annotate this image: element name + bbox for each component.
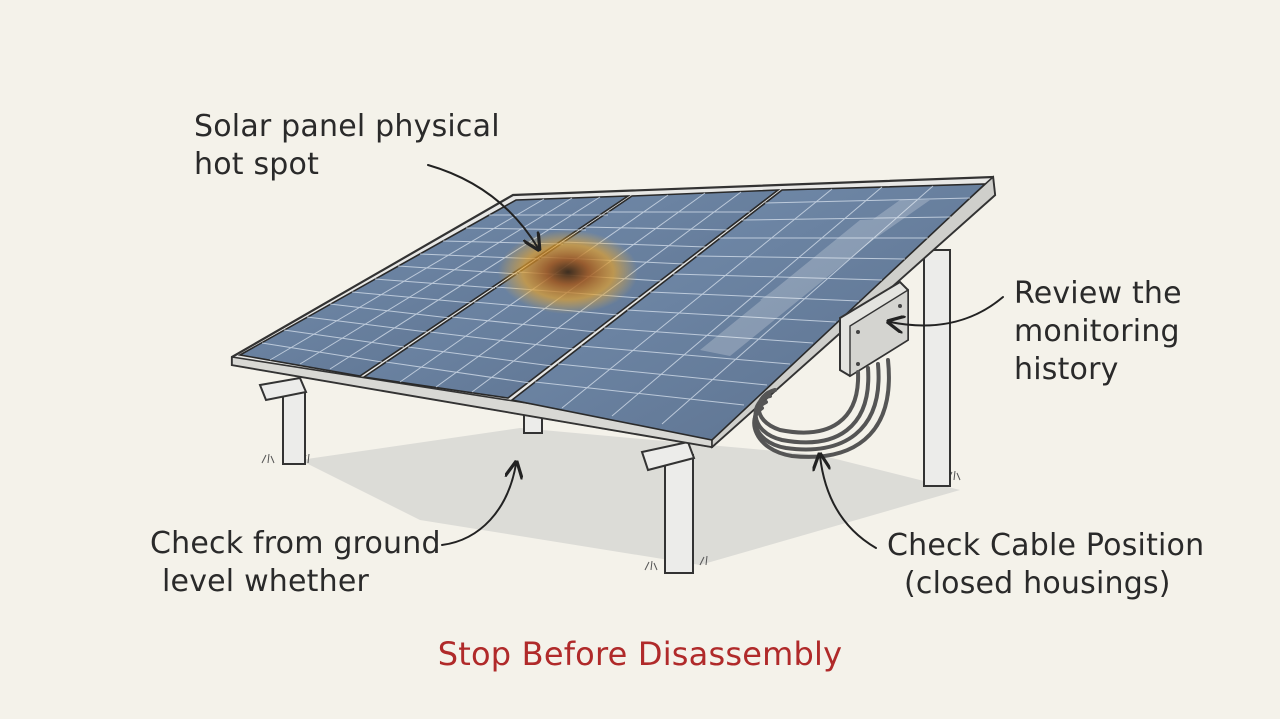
cable-check-annotation-line2: (closed housings) (904, 566, 1171, 601)
ground-shadow (300, 428, 960, 565)
hot-spot-annotation: Solar panel physical hot spot (194, 108, 500, 184)
monitoring-annotation-line1: Review the (1014, 276, 1182, 311)
cables (752, 358, 891, 459)
stop-warning: Stop Before Disassembly (437, 635, 843, 673)
monitoring-arrow (890, 296, 1004, 325)
hot-spot-annotation-line1: Solar panel physical (194, 109, 500, 144)
junction-box (839, 280, 909, 378)
monitoring-annotation-line2: monitoring (1014, 314, 1180, 349)
annotation-arrows (427, 164, 1004, 549)
hot-spot-mark (498, 230, 638, 314)
cable-arrow (820, 456, 877, 549)
cable-check-annotation-line1: Check Cable Position (887, 528, 1205, 563)
ground-arrow (441, 464, 516, 546)
glass-glare (700, 200, 930, 356)
panel-cell-grid (261, 185, 971, 425)
panel-right (510, 183, 988, 441)
ground-check-annotation-line1: Check from ground (150, 526, 441, 561)
hot-spot-annotation-line2: hot spot (194, 147, 320, 182)
ground-check-annotation: Check from ground level whether (150, 525, 441, 601)
cable-check-annotation: Check Cable Position (closed housings) (887, 527, 1204, 603)
support-legs (258, 249, 951, 574)
monitoring-annotation-line3: history (1014, 352, 1119, 387)
ground-check-annotation-line2: level whether (162, 564, 370, 599)
monitoring-annotation: Review the monitoring history (1014, 275, 1182, 389)
hot-spot-arrow (427, 164, 538, 248)
